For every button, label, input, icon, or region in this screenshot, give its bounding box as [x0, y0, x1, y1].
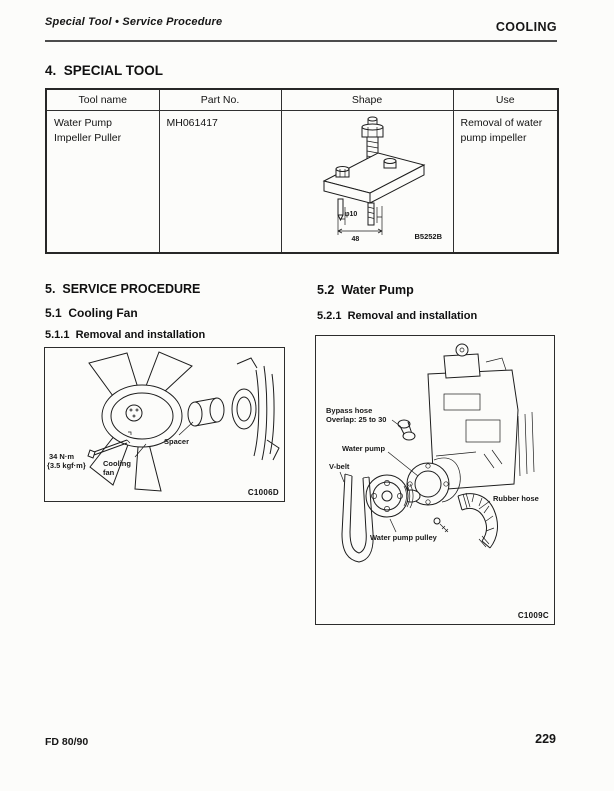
col-header-use: Use [452, 88, 559, 111]
water-pump-drawing [339, 343, 535, 563]
label-torque: 34 N·m [49, 452, 75, 461]
figure-water-pump: Bypass hose Overlap: 25 to 30 Water pump… [315, 335, 555, 625]
label-water-pump: Water pump [342, 444, 386, 453]
label-cooling-fan: Cooling fan [103, 459, 131, 478]
figure-cooling-fan: 34 N·m {3.5 kgf·m} Cooling fan Spacer C1… [44, 347, 285, 502]
table-header-row: Tool name Part No. Shape Use [45, 88, 559, 111]
label-rubber-hose: Rubber hose [493, 494, 539, 503]
figure-code-cooling-fan: C1006D [247, 488, 279, 497]
dimension-length: 48 [351, 236, 360, 243]
col-header-shape: Shape [280, 88, 454, 111]
heading-cooling-fan-removal: 5.1.1 Removal and installation [45, 329, 206, 341]
special-tool-table: Tool name Part No. Shape Use Water Pump … [45, 88, 559, 254]
col-header-tool-name: Tool name [45, 88, 160, 111]
label-water-pump-pulley: Water pump pulley [370, 533, 437, 542]
cell-part-no: MH061417 [158, 110, 282, 254]
impeller-puller-drawing [322, 116, 425, 235]
heading-water-pump-removal: 5.2.1 Removal and installation [317, 310, 478, 322]
label-torque-alt: {3.5 kgf·m} [47, 461, 86, 470]
label-bypass-hose: Bypass hose [326, 406, 373, 415]
label-bypass-overlap: Overlap: 25 to 30 [326, 415, 387, 424]
label-spacer: Spacer [164, 437, 190, 446]
col-header-part-no: Part No. [158, 88, 282, 111]
figure-code-water-pump: C1009C [517, 611, 549, 620]
section-title-special-tool: 4. SPECIAL TOOL [45, 63, 164, 78]
header-running-title: Special Tool • Service Procedure [45, 16, 223, 28]
cell-shape: φ10 48 B5252B [280, 110, 454, 254]
footer-model: FD 80/90 [45, 736, 89, 748]
header-rule [45, 40, 557, 42]
label-v-belt: V-belt [329, 462, 350, 471]
footer-page-number: 229 [535, 732, 556, 746]
section-title-service-procedure: 5. SERVICE PROCEDURE [45, 282, 201, 296]
header-chapter-title: COOLING [495, 20, 557, 34]
heading-cooling-fan: 5.1 Cooling Fan [45, 306, 138, 320]
cooling-fan-drawing [87, 351, 280, 492]
dimension-diameter: φ10 [344, 211, 358, 218]
table-row: Water Pump Impeller Puller MH061417 [45, 110, 559, 254]
cell-tool-name: Water Pump Impeller Puller [45, 110, 160, 254]
cell-use: Removal of water pump impeller [452, 110, 559, 254]
heading-water-pump: 5.2 Water Pump [317, 283, 414, 297]
figure-code-shape: B5252B [414, 232, 443, 241]
